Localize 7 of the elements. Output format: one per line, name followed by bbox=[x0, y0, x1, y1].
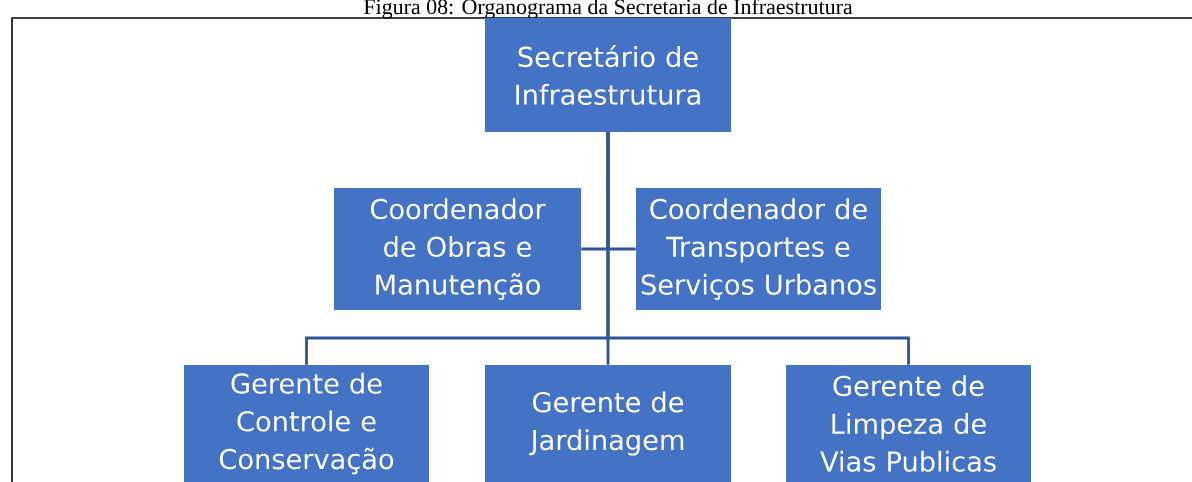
org-box: Gerente de Limpeza de Vias Publicas bbox=[786, 365, 1031, 482]
org-box: Coordenador de Transportes e Serviços Urbanos bbox=[636, 188, 881, 310]
org-box: Coordenador de Obras e Manutenção bbox=[334, 188, 581, 310]
org-box: Secretário de Infraestrutura bbox=[485, 18, 731, 132]
org-box: Gerente de Jardinagem bbox=[485, 365, 731, 482]
org-box: Gerente de Controle e Conservação bbox=[184, 365, 429, 482]
connector-line bbox=[606, 132, 910, 365]
